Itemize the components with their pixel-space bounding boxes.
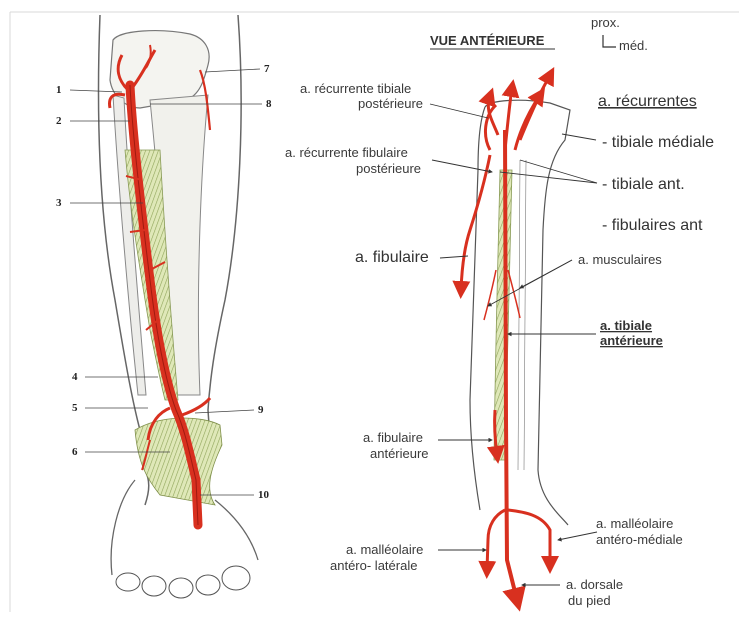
- label-malleolaire-lat-1: a. malléolaire: [346, 542, 423, 557]
- orientation-prox: prox.: [591, 15, 620, 30]
- label-recurrente-tibiale-post-2: postérieure: [358, 96, 423, 111]
- label-number-6: 6: [72, 446, 78, 458]
- label-musculaires: a. musculaires: [578, 252, 662, 267]
- label-tibiale-anterieure-2: antérieure: [600, 333, 663, 348]
- label-malleolaire-med-1: a. malléolaire: [596, 516, 673, 531]
- label-number-5: 5: [72, 402, 78, 414]
- label-number-2: 2: [56, 115, 62, 127]
- label-recurrente-fibulaire-post-2: postérieure: [356, 161, 421, 176]
- label-number-4: 4: [72, 371, 78, 383]
- artery-musculaires: [484, 270, 496, 320]
- label-number-7: 7: [264, 63, 270, 75]
- label-recurrente-fibulaire-post-1: a. récurrente fibulaire: [285, 145, 408, 160]
- label-tibiale-anterieure-1: a. tibiale: [600, 318, 652, 333]
- label-fibulaire: a. fibulaire: [355, 249, 429, 266]
- label-fibulaire-anterieure-2: antérieure: [370, 446, 429, 461]
- recurrentes-item-tibiale-mediale: - tibiale médiale: [602, 134, 714, 151]
- recurrentes-item-tibiale-ant: - tibiale ant.: [602, 176, 685, 193]
- artery-fibulaire: [461, 155, 490, 290]
- label-number-3: 3: [56, 197, 62, 209]
- label-number-8: 8: [266, 98, 272, 110]
- label-dorsale-2: du pied: [568, 593, 611, 608]
- recurrentes-item-fibulaires-ant: - fibulaires ant: [602, 217, 703, 234]
- label-number-10: 10: [258, 489, 270, 501]
- label-malleolaire-lat-2: antéro- latérale: [330, 558, 417, 573]
- artery-malleolaire-mediale: [508, 510, 550, 565]
- orientation-med: méd.: [619, 38, 648, 53]
- label-recurrente-tibiale-post-1: a. récurrente tibiale: [300, 81, 411, 96]
- label-number-9: 9: [258, 404, 264, 416]
- artery-malleolaire-laterale: [487, 510, 505, 570]
- label-number-1: 1: [56, 84, 62, 96]
- right-schematic: VUE ANTÉRIEURE prox. méd.: [285, 15, 714, 608]
- orientation-axes-icon: [603, 35, 616, 47]
- label-malleolaire-med-2: antéro-médiale: [596, 532, 683, 547]
- view-title: VUE ANTÉRIEURE: [430, 33, 545, 48]
- label-fibulaire-anterieure-1: a. fibulaire: [363, 430, 423, 445]
- left-leg-illustration: 1 2 3 4 5 6 7 8 9 10: [56, 15, 272, 598]
- label-dorsale-1: a. dorsale: [566, 577, 623, 592]
- recurrentes-heading: a. récurrentes: [598, 93, 697, 110]
